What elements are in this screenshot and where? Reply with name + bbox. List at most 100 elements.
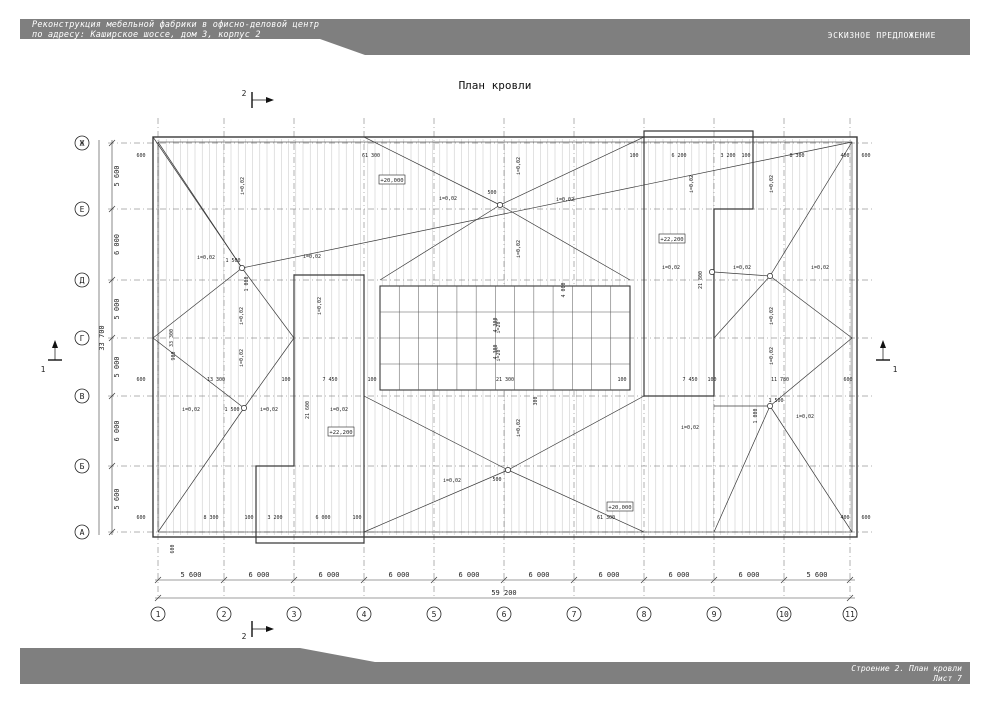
column-axis-label: 7 (572, 610, 577, 619)
ridge-line (157, 141, 243, 269)
section-label: 1 (41, 365, 46, 374)
roof-hatching (158, 139, 851, 535)
plan-dim-small: 500 (492, 477, 501, 483)
column-axis-label: 3 (292, 610, 297, 619)
project-title-line2: по адресу: Каширское шоссе, дом 3, корпу… (32, 30, 261, 40)
axis-bubble (842, 606, 858, 622)
level-mark-top_right: +22,200 (658, 233, 686, 244)
plan-dim-top: 8 300 (789, 153, 804, 159)
column-axis-marker-3: 3 (286, 606, 302, 622)
plan-dim-bottom: 8 300 (203, 515, 218, 521)
row-axis-label: Б (80, 462, 85, 471)
row-axis-marker-Б: Б (74, 458, 90, 474)
plan-dim-top: 6 200 (671, 153, 686, 159)
slope-annotation: i=0,02 (182, 407, 200, 413)
stage-label: ЭСКИЗНОЕ ПРЕДЛОЖЕНИЕ (827, 31, 936, 40)
plan-dim-top: 600 (136, 153, 145, 159)
dimension-tick (290, 576, 298, 584)
column-axis-marker-4: 4 (356, 606, 372, 622)
level-mark-box (606, 501, 634, 512)
ridge-line (363, 136, 501, 206)
plan-dim-top: 100 (629, 153, 638, 159)
plan-dim-small: 21 600 (305, 401, 311, 419)
skylight-slope: i=20° (496, 318, 502, 333)
section-marker-horizontal: 1 (41, 340, 62, 374)
slope-annotation: i=0,02 (516, 157, 522, 175)
dimension-tick (780, 576, 788, 584)
column-axis-label: 1 (156, 610, 161, 619)
section-label: 2 (242, 89, 247, 98)
axis-bubble (496, 606, 512, 622)
dimension-tick (108, 205, 116, 213)
column-axis-label: 11 (845, 610, 855, 619)
ridge-line (769, 337, 853, 407)
roof-drain-icon (241, 405, 247, 411)
ridge-line (713, 275, 771, 339)
dimension-tick (846, 576, 854, 584)
axis-bubble (74, 272, 90, 288)
slope-annotation: i=0,02 (681, 425, 699, 431)
ridge-line (499, 136, 645, 206)
slope-annotation: i=0,02 (689, 175, 695, 193)
level-mark-box (658, 233, 686, 244)
ridge-line (243, 337, 295, 409)
row-axis-marker-А: А (74, 524, 90, 540)
slope-annotation: i=0,02 (439, 196, 457, 202)
plan-dim-middle: 100 (617, 377, 626, 383)
dimension-tick (640, 576, 648, 584)
plan-dim-small: 500 (487, 190, 496, 196)
axis-bubble (74, 201, 90, 217)
footer-band-shape (20, 648, 970, 684)
dimension-tick (430, 576, 438, 584)
column-axis-label: 9 (712, 610, 717, 619)
level-mark-box (327, 426, 355, 437)
axis-bubble (216, 606, 232, 622)
axis-bubble (74, 458, 90, 474)
plan-dim-middle: 100 (281, 377, 290, 383)
plan-dim-top: 61 300 (362, 153, 380, 159)
plan-dim-top: 100 (741, 153, 750, 159)
title-band-shape (20, 19, 970, 55)
axis-bubble (566, 606, 582, 622)
plan-dim-small: 1 500 (768, 398, 783, 404)
ridge-line (769, 141, 853, 277)
dimension-tick (108, 334, 116, 342)
skylight-slope: i=20° (496, 346, 502, 361)
plan-dim-small: 1 000 (753, 408, 759, 423)
plan-dim-middle: 100 (367, 377, 376, 383)
level-mark-bottom_right: +20,000 (606, 501, 634, 512)
total-height-dim: 33 700 (98, 325, 106, 350)
plan-dim-middle: 21 300 (496, 377, 514, 383)
plan-dim-bottom: 100 (352, 515, 361, 521)
plan-dim-bottom: 3 200 (267, 515, 282, 521)
column-spacing-dim: 6 000 (738, 571, 759, 579)
axis-bubble (74, 330, 90, 346)
ridge-line (713, 405, 771, 533)
slope-annotation: i=0,02 (662, 265, 680, 271)
row-axis-label: Д (80, 276, 85, 285)
plan-dim-bottom: 400 (840, 515, 849, 521)
stair-block-top-right (643, 130, 754, 397)
plan-dim-top: 400 (840, 153, 849, 159)
plan-dim-small: 600 (170, 544, 176, 553)
project-title-line1: Реконструкция мебельной фабрики в офисно… (32, 20, 320, 30)
column-axis-marker-1: 1 (150, 606, 166, 622)
level-mark-value: +20,000 (380, 178, 403, 184)
dimension-tick (360, 576, 368, 584)
column-spacing-dim: 6 000 (248, 571, 269, 579)
level-mark-bottom_left: +22,200 (327, 426, 355, 437)
slope-annotation: i=0,02 (239, 349, 245, 367)
column-spacing-dim: 5 600 (180, 571, 201, 579)
dimension-tick (108, 276, 116, 284)
column-spacing-dim: 6 000 (388, 571, 409, 579)
row-spacing-dim: 5 000 (113, 356, 121, 377)
plan-dim-middle: 7 450 (682, 377, 697, 383)
section-label: 1 (893, 365, 898, 374)
slope-annotation: i=0,02 (811, 265, 829, 271)
row-spacing-dim: 5 600 (113, 488, 121, 509)
slope-annotation: i=0,02 (240, 177, 246, 195)
ridge-line (241, 267, 295, 339)
slope-annotation: i=0,02 (317, 297, 323, 315)
row-spacing-dim: 5 000 (113, 298, 121, 319)
